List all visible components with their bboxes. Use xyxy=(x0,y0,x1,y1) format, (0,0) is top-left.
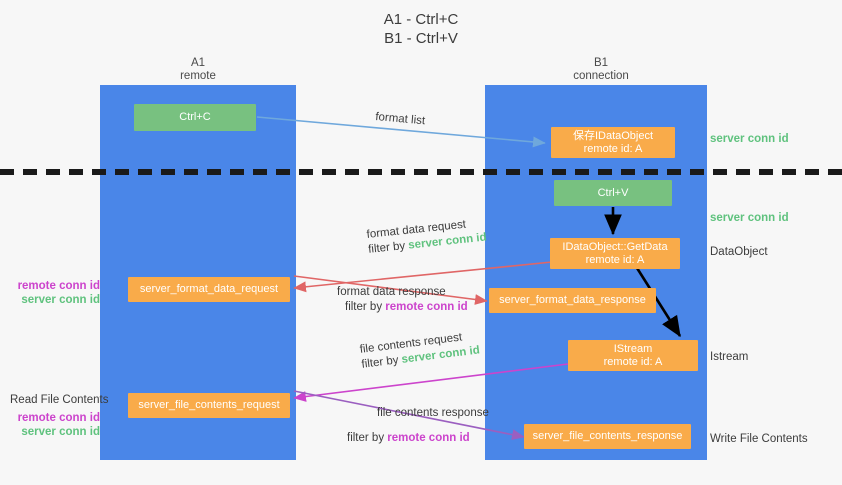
box-server-format-data-request[interactable]: server_format_data_request xyxy=(128,277,290,302)
box-server-format-data-response[interactable]: server_format_data_response xyxy=(489,288,656,313)
label-file-contents-response-line1: file contents response xyxy=(377,407,489,419)
box-save-idataobject[interactable]: 保存IDataObject remote id: A xyxy=(551,127,675,158)
box-idataobject-getdata[interactable]: IDataObject::GetData remote id: A xyxy=(550,238,680,269)
right-label-dataobject: DataObject xyxy=(710,246,768,258)
left-label-read-file-contents: Read File Contents xyxy=(10,394,109,406)
box-ctrl-c[interactable]: Ctrl+C xyxy=(134,104,256,131)
right-label-istream: Istream xyxy=(710,351,749,363)
left-label-conn-ids-bottom: remote conn id server conn id xyxy=(10,411,100,439)
left-label-server-conn-id: server conn id xyxy=(21,294,100,306)
column-header-b1: B1 connection xyxy=(573,57,629,82)
label-format-list-text: format list xyxy=(374,110,426,128)
box-istream[interactable]: IStream remote id: A xyxy=(568,340,698,371)
right-label-server-conn-id-mid: server conn id xyxy=(710,212,789,224)
label-format-list: format list xyxy=(375,110,426,129)
filter-prefix: filter by xyxy=(367,239,409,256)
filter-highlight-remote-conn-id: remote conn id xyxy=(385,301,468,313)
label-format-data-request: format data request filter by server con… xyxy=(366,216,487,258)
box-server-file-contents-response[interactable]: server_file_contents_response xyxy=(524,424,691,449)
filter-highlight-remote-conn-id: remote conn id xyxy=(387,432,470,444)
label-format-data-response-line2: filter by remote conn id xyxy=(337,300,468,315)
label-file-contents-response: file contents response filter by remote … xyxy=(347,406,489,446)
label-file-contents-request: file contents request filter by server c… xyxy=(359,329,481,373)
column-header-a1: A1 remote xyxy=(180,57,216,82)
left-label-conn-ids-mid: remote conn id server conn id xyxy=(10,279,100,307)
box-ctrl-v[interactable]: Ctrl+V xyxy=(554,180,672,206)
left-label-server-conn-id: server conn id xyxy=(21,426,100,438)
left-label-remote-conn-id: remote conn id xyxy=(17,280,100,292)
label-format-data-response-line1: format data response xyxy=(337,286,446,298)
right-label-server-conn-id-top: server conn id xyxy=(710,133,789,145)
page-title: A1 - Ctrl+C B1 - Ctrl+V xyxy=(383,11,459,47)
right-label-write-file-contents: Write File Contents xyxy=(710,433,808,445)
label-format-data-response: format data response filter by remote co… xyxy=(337,285,468,315)
label-file-contents-response-line2: filter by remote conn id xyxy=(347,431,489,446)
filter-prefix: filter by xyxy=(345,301,386,313)
box-server-file-contents-request[interactable]: server_file_contents_request xyxy=(128,393,290,418)
filter-prefix: filter by xyxy=(347,432,388,444)
filter-prefix: filter by xyxy=(360,353,403,371)
left-label-remote-conn-id: remote conn id xyxy=(17,412,100,424)
